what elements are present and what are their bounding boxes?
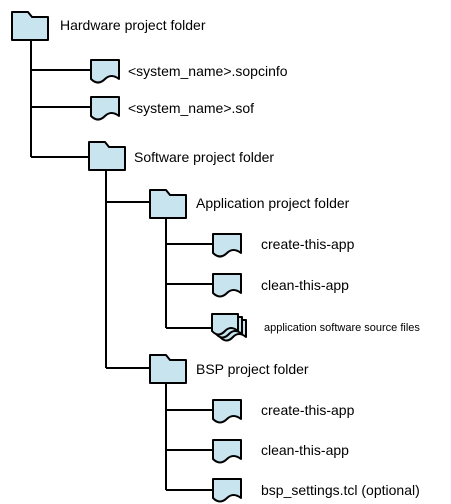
label-app-create-this-app: create-this-app	[261, 236, 355, 252]
label-bsp-clean-this-app: clean-this-app	[261, 442, 349, 458]
label-bsp-create-this-app: create-this-app	[261, 402, 355, 418]
label-bsp-project-folder: BSP project folder	[196, 361, 309, 377]
file-shape	[212, 233, 242, 258]
file-icon	[212, 478, 242, 503]
label-app-clean-this-app: clean-this-app	[261, 277, 349, 293]
file-icon	[212, 273, 242, 298]
file-shape	[90, 59, 120, 84]
file-shape	[212, 439, 242, 464]
label-application-source-files: application software source files	[264, 322, 420, 334]
file-icon	[90, 59, 120, 84]
folder-icon	[149, 354, 187, 384]
folder-icon	[149, 189, 187, 219]
label-hardware-project-folder: Hardware project folder	[60, 17, 206, 33]
folder-shape	[88, 141, 126, 171]
folder-icon	[88, 141, 126, 171]
file-shape	[212, 399, 242, 424]
tree-connectors	[30, 40, 213, 491]
folder-shape	[149, 189, 187, 219]
file-shape	[211, 313, 239, 336]
file-shape	[212, 478, 242, 503]
tree-icons	[11, 11, 247, 503]
label-sof-file: <system_name>.sof	[128, 100, 255, 116]
label-bsp-settings-file: bsp_settings.tcl (optional)	[261, 482, 420, 498]
file-shape	[90, 96, 120, 121]
folder-shape	[149, 354, 187, 384]
folder-shape	[11, 11, 49, 41]
file-icon	[90, 96, 120, 121]
label-application-project-folder: Application project folder	[196, 195, 350, 211]
file-icon	[212, 439, 242, 464]
file-shape	[212, 273, 242, 298]
label-software-project-folder: Software project folder	[134, 149, 275, 165]
folder-icon	[11, 11, 49, 41]
file-icon	[212, 233, 242, 258]
file-icon	[212, 399, 242, 424]
stacked-files-icon	[211, 313, 247, 342]
label-sopcinfo-file: <system_name>.sopcinfo	[128, 63, 288, 79]
